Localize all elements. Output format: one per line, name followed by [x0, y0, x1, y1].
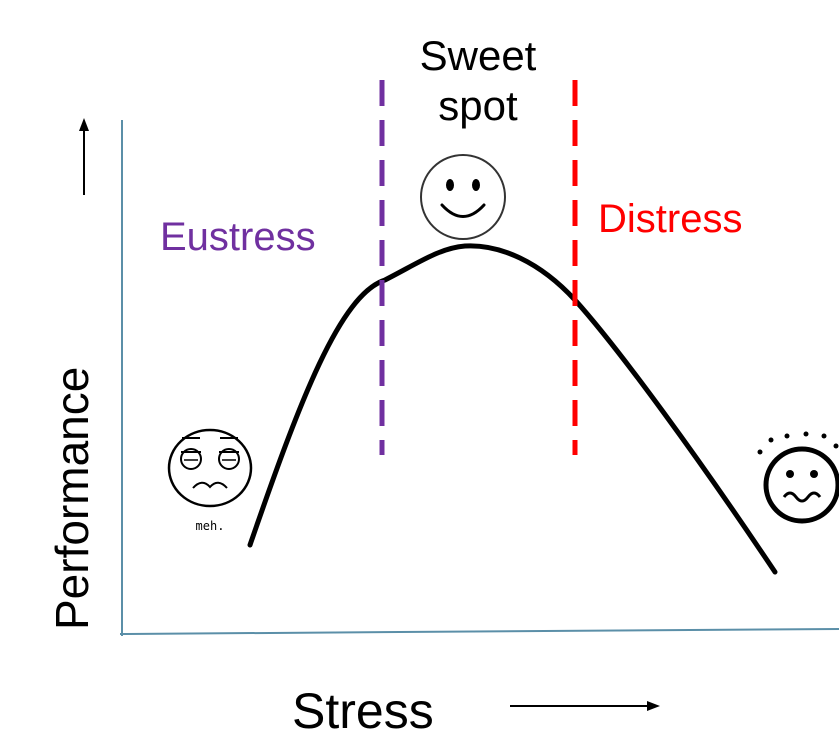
meh-caption: meh.	[196, 519, 225, 533]
y-axis-arrow	[79, 118, 89, 195]
performance-curve	[247, 243, 778, 575]
sweet-spot-label-line2: spot	[438, 82, 518, 129]
bored-face-icon	[167, 428, 253, 508]
y-axis-label: Performance	[46, 367, 98, 630]
distress-label: Distress	[598, 197, 742, 241]
eustress-label: Eustress	[160, 215, 316, 259]
x-axis-line	[119, 628, 839, 635]
x-axis-arrow	[510, 701, 660, 711]
x-axis-label: Stress	[292, 683, 434, 739]
sweet-spot-label-line1: Sweet	[420, 32, 537, 79]
anxious-face-icon	[757, 431, 839, 524]
smiley-face-icon	[420, 154, 506, 240]
